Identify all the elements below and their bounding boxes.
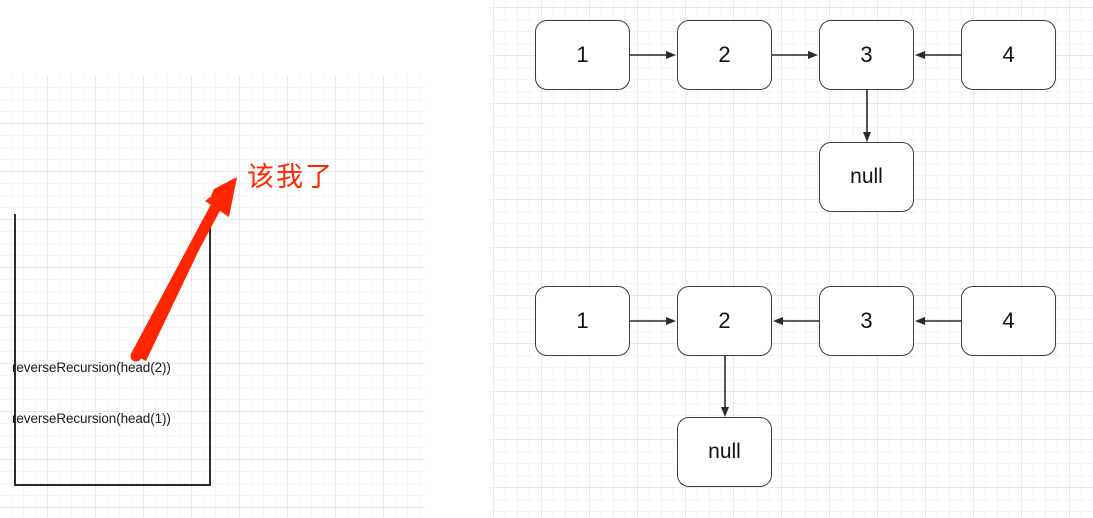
list-node-null-top: null bbox=[819, 142, 914, 212]
list-node-1-bottom: 1 bbox=[535, 286, 630, 356]
call-stack-frame bbox=[14, 214, 211, 486]
list-node-4-bottom: 4 bbox=[961, 286, 1056, 356]
call-stack-frame-entry-0: reverseRecursion(head(2)) bbox=[12, 360, 171, 375]
list-node-4-top: 4 bbox=[961, 20, 1056, 90]
list-node-2-bottom: 2 bbox=[677, 286, 772, 356]
list-node-null-bottom: null bbox=[677, 417, 772, 487]
list-node-3-bottom: 3 bbox=[819, 286, 914, 356]
list-node-1-top: 1 bbox=[535, 20, 630, 90]
list-node-3-top: 3 bbox=[819, 20, 914, 90]
list-node-2-top: 2 bbox=[677, 20, 772, 90]
annotation-label: 该我了 bbox=[247, 162, 334, 192]
call-stack-frame-entry-1: reverseRecursion(head(1)) bbox=[12, 411, 171, 426]
